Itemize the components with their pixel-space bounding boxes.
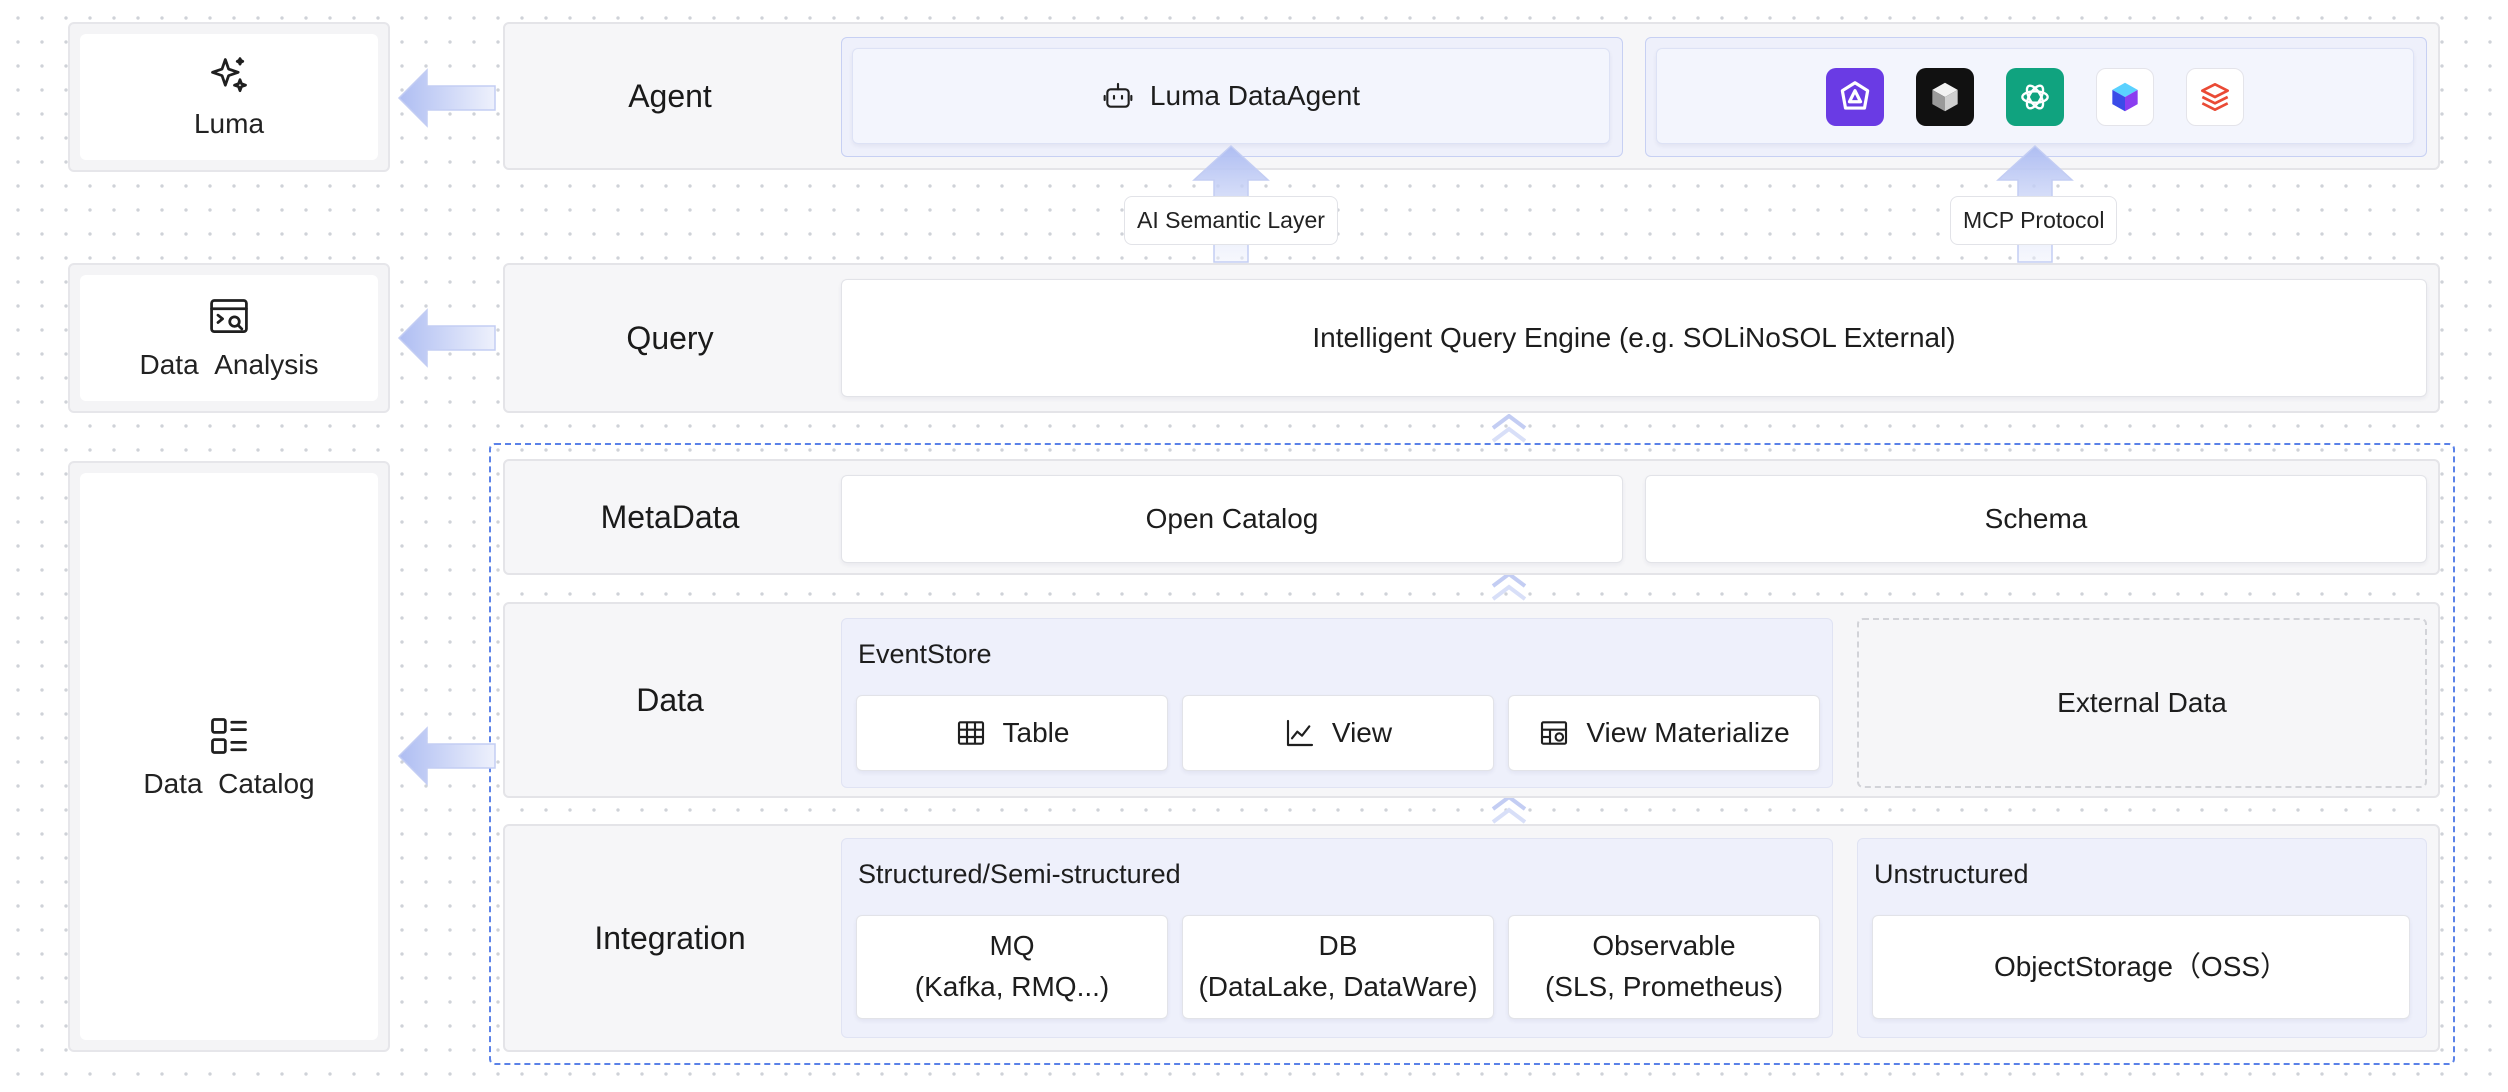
eventstore-title: EventStore [858,639,992,669]
structured-group: Structured/Semi-structured MQ (Kafka, RM… [841,838,1833,1038]
luma-label: Luma [193,108,265,139]
mq-card[interactable]: MQ (Kafka, RMQ...) [856,915,1168,1019]
data-analysis-word-2: Analysis [214,349,319,380]
sparkle-icon [211,57,247,93]
table-card[interactable]: Table [856,695,1168,771]
luma-tile[interactable]: Luma [68,22,390,172]
metadata-row-label: MetaData [600,498,740,535]
query-row-label: Query [626,319,714,356]
data-analysis-tile[interactable]: Data Analysis [68,263,390,413]
view-materialize-label: View Materialize [1586,716,1790,748]
line-chart-icon [1286,719,1313,747]
schema-card[interactable]: Schema [1645,475,2427,563]
materialized-table-icon [1541,721,1568,745]
db-card[interactable]: DB (DataLake, DataWare) [1182,915,1494,1019]
luma-dataagent-label: Luma DataAgent [1149,79,1361,111]
data-analysis-label: Data Analysis [140,349,319,381]
view-materialize-card[interactable]: View Materialize [1508,695,1820,771]
agent-row-label: Agent [628,77,712,114]
query-row: Query Intelligent Query Engine (e.g. SOL… [503,263,2440,413]
terminal-search-icon [210,299,248,334]
data-catalog-word-2: Catalog [218,767,315,799]
open-catalog-card[interactable]: Open Catalog [841,475,1623,563]
object-storage-card[interactable]: ObjectStorage（OSS） [1872,915,2410,1019]
db-label: DB [1318,930,1358,962]
structured-title: Structured/Semi-structured [858,859,1181,889]
left-arrow-query [397,308,496,368]
data-row-label: Data [636,681,704,718]
view-label: View [1331,716,1393,748]
blue-cube-logo[interactable] [2096,68,2154,126]
left-arrow-catalog [397,726,496,786]
black-cube-logo[interactable] [1916,68,1974,126]
chevrons-data-integration [1491,795,1527,824]
luma-dataagent-group: Luma DataAgent [841,37,1623,157]
table-icon [957,721,984,745]
mq-label: MQ [989,930,1035,962]
openai-logo[interactable] [2006,68,2064,126]
luma-dataagent-card[interactable]: Luma DataAgent [852,48,1610,144]
metadata-row: MetaData Open Catalog Schema [503,459,2440,575]
mcp-protocol-chip: MCP Protocol [1950,196,2118,245]
data-catalog-word-1: Data [143,767,203,799]
chevrons-query-metadata [1491,414,1527,443]
purple-agent-logo[interactable] [1826,68,1884,126]
agent-row: Agent Luma DataAgent [503,22,2440,170]
integration-row-label: Integration [594,919,746,956]
unstructured-title: Unstructured [1874,859,2029,889]
data-catalog-tile[interactable]: Data Catalog [68,461,390,1052]
db-sub-label: (DataLake, DataWare) [1198,971,1478,1002]
red-layers-logo[interactable] [2186,68,2244,126]
unstructured-group: Unstructured ObjectStorage（OSS） [1857,838,2427,1038]
view-card[interactable]: View [1182,695,1494,771]
robot-icon [1103,82,1133,108]
external-data-card[interactable]: External Data [1857,618,2427,788]
mq-sub-label: (Kafka, RMQ...) [914,971,1110,1002]
observable-label: Observable [1592,930,1736,962]
eventstore-group: EventStore Table View [841,618,1833,788]
integration-row: Integration Structured/Semi-structured M… [503,824,2440,1052]
ai-semantic-layer-chip: AI Semantic Layer [1124,196,1338,245]
table-label: Table [1002,716,1070,748]
catalog-list-icon [211,717,247,754]
data-analysis-word-1: Data [139,349,199,380]
observable-sub-label: (SLS, Prometheus) [1544,971,1784,1002]
data-catalog-label: Data Catalog [143,768,314,800]
data-row: Data EventStore Table View [503,602,2440,798]
query-engine-card[interactable]: Intelligent Query Engine (e.g. SOLiNoSOL… [841,279,2427,397]
observable-card[interactable]: Observable (SLS, Prometheus) [1508,915,1820,1019]
chevrons-metadata-data [1491,572,1527,601]
left-arrow-agent [397,68,496,128]
